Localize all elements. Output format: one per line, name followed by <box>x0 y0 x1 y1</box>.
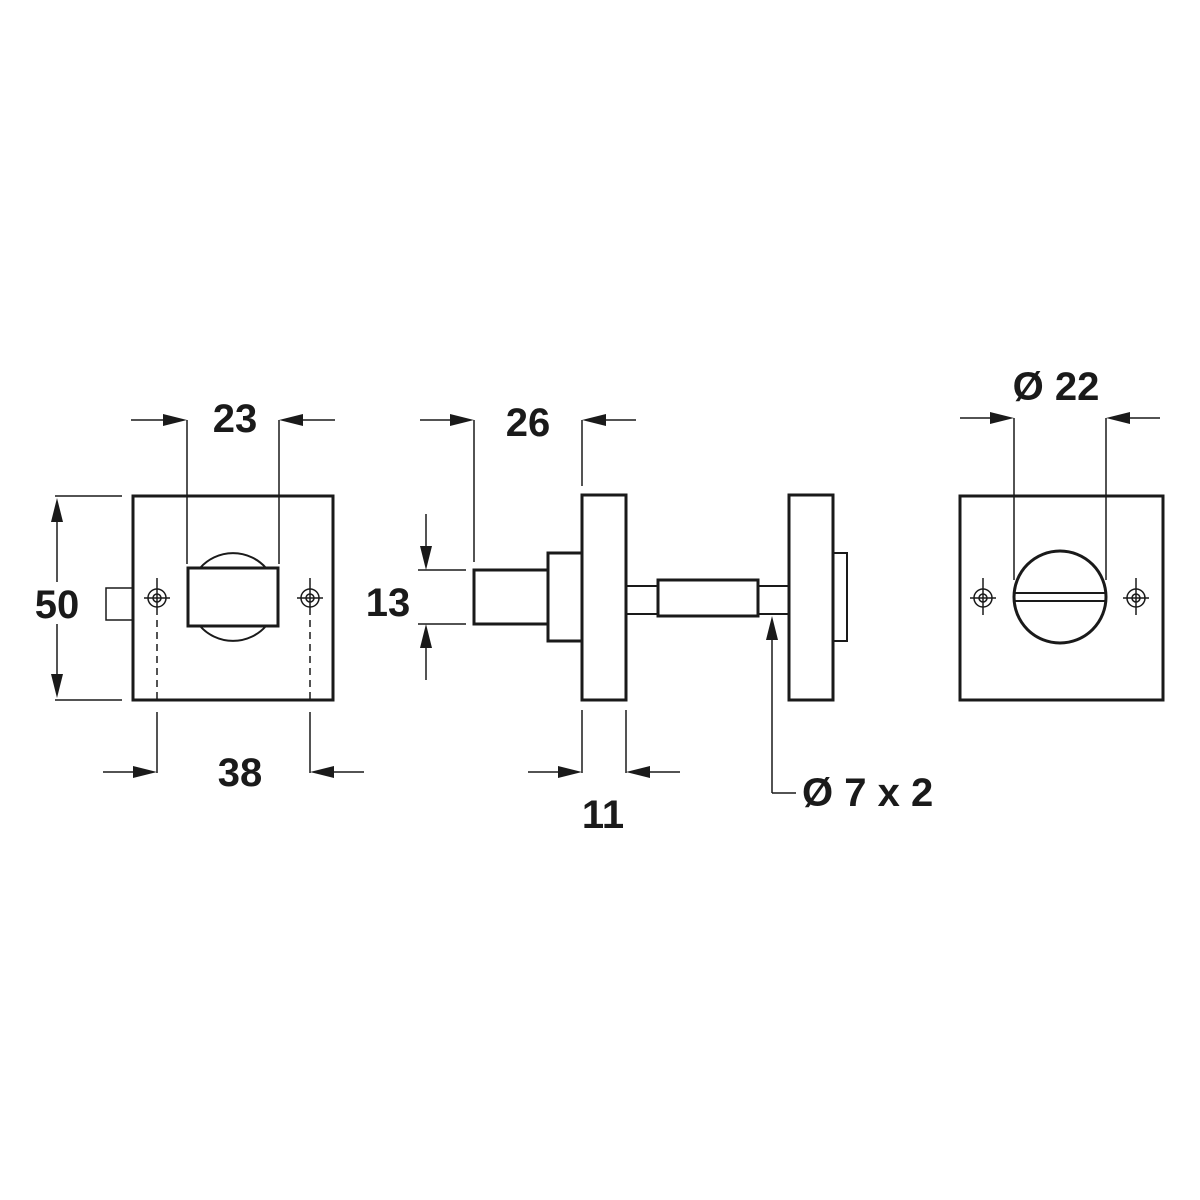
rose-left <box>580 493 628 702</box>
dimension-50-label: 50 <box>35 583 80 627</box>
dimension-11-label: 11 <box>582 793 624 837</box>
dimension-diameter-22-label: Ø 22 <box>1013 365 1100 409</box>
indicator-disc <box>1012 549 1108 645</box>
rose-right <box>787 493 835 702</box>
dimension-50 <box>51 495 122 701</box>
dimension-38 <box>103 712 364 778</box>
screw-back-right-icon <box>1123 578 1149 615</box>
dimension-38-label: 38 <box>218 751 263 795</box>
spindle-sleeve-right <box>757 585 790 615</box>
side-view: 26 13 11 Ø 7 x 2 <box>366 401 933 837</box>
turn-collar <box>546 551 584 643</box>
turn-base-bottom <box>199 625 267 642</box>
leader-screw-spec <box>766 616 796 794</box>
turn-knob <box>186 566 280 628</box>
screw-spec-label: Ø 7 x 2 <box>802 771 933 815</box>
dimension-11 <box>528 710 680 778</box>
indicator-collar <box>832 552 848 642</box>
dimension-diameter-22 <box>960 412 1160 580</box>
dimension-13-label: 13 <box>366 581 411 625</box>
screw-left-icon <box>144 578 170 615</box>
spindle-bar <box>656 578 760 618</box>
dimension-23 <box>131 414 335 564</box>
dimension-23-label: 23 <box>213 397 258 441</box>
turn-spindle <box>472 568 550 626</box>
square-rose-plate-back <box>958 494 1165 702</box>
back-view-indicator: Ø 22 <box>958 365 1165 702</box>
dimension-13 <box>418 514 466 680</box>
screw-right-icon <box>297 578 323 615</box>
front-view-turn: 23 50 38 <box>35 397 364 795</box>
turn-base-top <box>199 552 267 569</box>
bolt-stub <box>105 587 134 621</box>
dimension-26 <box>420 414 636 562</box>
spindle-sleeve-left <box>625 585 659 615</box>
screw-back-left-icon <box>970 578 996 615</box>
dimension-26-label: 26 <box>506 401 551 445</box>
